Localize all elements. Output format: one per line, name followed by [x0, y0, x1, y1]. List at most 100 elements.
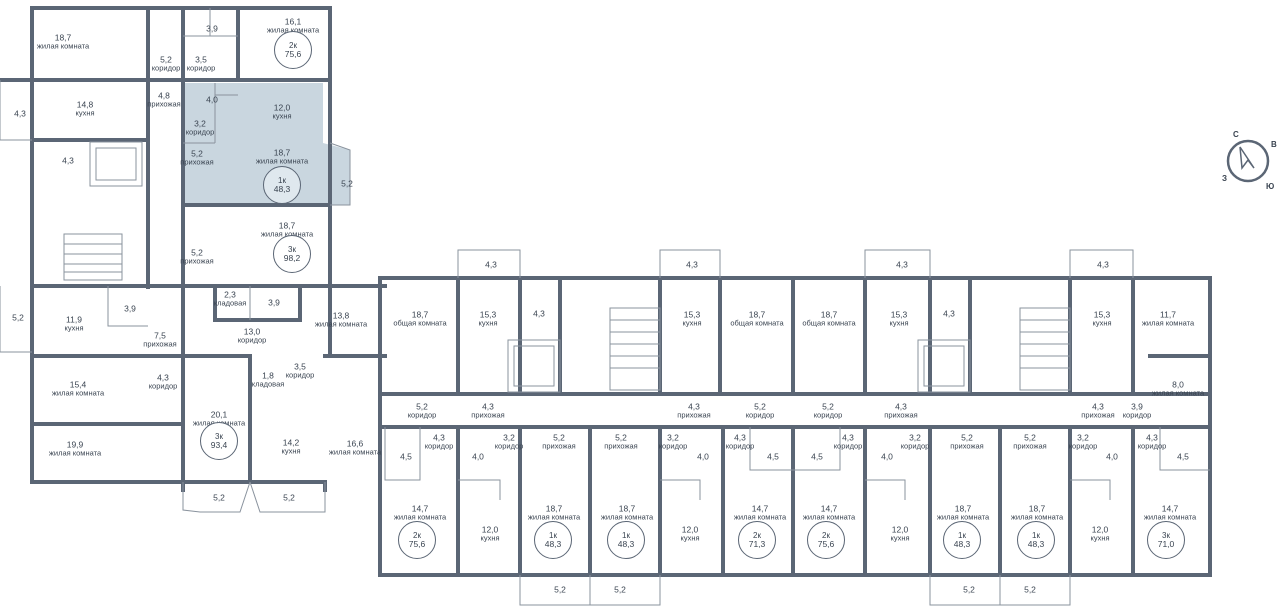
room-area: 18,7 [748, 309, 766, 320]
room-label: 5,2 [12, 313, 24, 323]
room-label: 4,3 [686, 260, 698, 270]
room-area: 4,3 [734, 432, 746, 443]
compass-south: Ю [1266, 182, 1275, 191]
room-area: 11,7 [1160, 309, 1176, 320]
room-type: прихожая [180, 157, 214, 167]
room-area: 3,2 [194, 118, 206, 129]
apartment-area: 75,6 [817, 539, 835, 549]
room-area: 15,3 [1093, 309, 1111, 320]
room-type: общая комната [393, 318, 447, 328]
room-type: кухня [480, 533, 500, 543]
room-area: 4,3 [157, 372, 169, 383]
room-area: 5,2 [614, 584, 626, 595]
room-area: 5,2 [1024, 432, 1036, 443]
compass-north: С [1233, 130, 1239, 139]
apartment-area: 71,0 [1157, 539, 1175, 549]
apartment-area: 98,2 [283, 253, 301, 263]
room-label: 5,2 [341, 179, 353, 189]
room-area: 4,3 [482, 401, 494, 412]
room-type: жилая комната [802, 512, 856, 522]
room-type: жилая комната [255, 156, 309, 166]
room-type: коридор [151, 63, 181, 73]
room-area: 20,1 [210, 409, 228, 420]
room-area: 18,7 [278, 220, 296, 231]
apartment-type: 2к [753, 531, 761, 540]
room-area: 4,5 [767, 451, 779, 462]
room-area: 4,3 [895, 401, 907, 412]
room-area: 14,7 [1161, 503, 1179, 514]
room-area: 4,3 [533, 308, 545, 319]
room-area: 5,2 [191, 247, 203, 258]
room-area: 4,3 [14, 108, 26, 119]
room-area: 18,7 [545, 503, 563, 514]
room-type: кладовая [251, 379, 285, 389]
room-area: 4,3 [1097, 259, 1109, 270]
room-type: коридор [658, 441, 688, 451]
room-label: 5,2 [554, 585, 566, 595]
apartment-type: 2к [413, 531, 421, 540]
room-type: коридор [494, 441, 524, 451]
room-type: кухня [682, 318, 702, 328]
room-type: жилая комната [260, 229, 314, 239]
room-label: 4,3 [62, 156, 74, 166]
room-area: 13,0 [243, 326, 261, 337]
room-area: 4,0 [881, 451, 893, 462]
room-type: коридор [148, 381, 178, 391]
room-area: 2,3 [224, 289, 236, 300]
room-label: 5,2 [1024, 585, 1036, 595]
room-label: 3,9 [124, 304, 136, 314]
room-type: жилая комната [527, 512, 581, 522]
room-type: коридор [745, 410, 775, 420]
room-area: 4,3 [688, 401, 700, 412]
apartment-type: 1к [622, 531, 630, 540]
room-area: 14,8 [76, 99, 94, 110]
room-type: коридор [285, 370, 315, 380]
room-area: 3,9 [206, 23, 218, 34]
room-area: 4,3 [485, 259, 497, 270]
room-area: 18,7 [273, 147, 291, 158]
room-area: 4,3 [433, 432, 445, 443]
room-area: 18,7 [820, 309, 838, 320]
apartment-type: 2к [822, 531, 830, 540]
room-area: 5,2 [191, 148, 203, 159]
room-type: общая комната [802, 318, 856, 328]
compass-east: В [1271, 140, 1277, 149]
compass: С В З Ю [1222, 130, 1280, 192]
apartment-type: 1к [549, 531, 557, 540]
